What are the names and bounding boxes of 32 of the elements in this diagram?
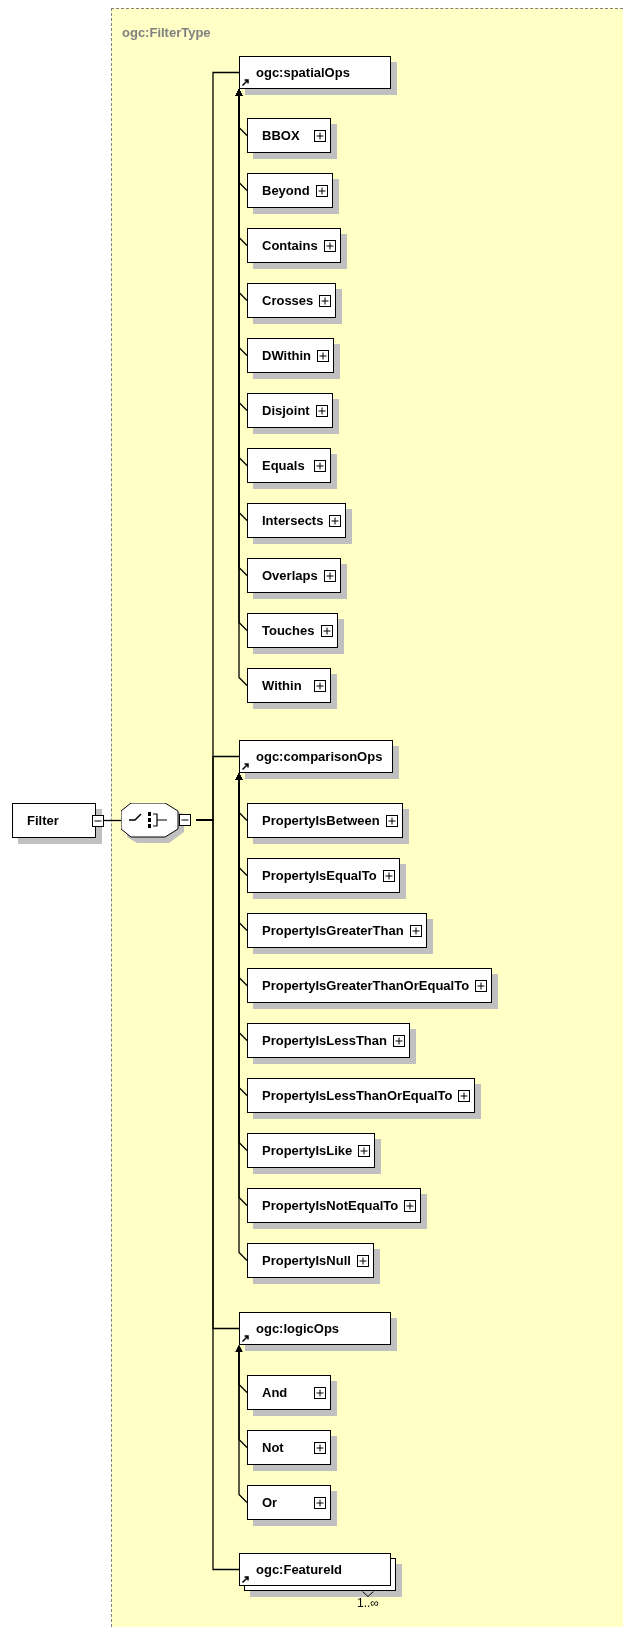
type-name: ogc:FilterType — [122, 24, 211, 42]
element-name: PropertyIsLessThan — [262, 1031, 387, 1050]
element-name: Overlaps — [262, 566, 318, 585]
connector — [195, 819, 240, 1571]
element-name: Intersects — [262, 511, 324, 530]
element-name: Equals — [262, 456, 305, 475]
connector — [235, 1345, 248, 1504]
element-name: Disjoint — [262, 401, 310, 420]
element-name: PropertyIsNotEqualTo — [262, 1196, 399, 1215]
element-name: Touches — [262, 621, 315, 640]
element-name: PropertyIsGreaterThan — [262, 921, 404, 940]
element-name: ogc:spatialOps — [256, 63, 350, 82]
element-name: Contains — [262, 236, 318, 255]
element-name: ogc:logicOps — [256, 1319, 340, 1338]
element-name: DWithin — [262, 346, 311, 365]
element-name: And — [262, 1383, 288, 1402]
element-name: PropertyIsEqualTo — [262, 866, 377, 885]
element-name: PropertyIsGreaterThanOrEqualTo — [262, 976, 470, 995]
element-name: Beyond — [262, 181, 310, 200]
element-name: Or — [262, 1493, 278, 1512]
element-name: BBOX — [262, 126, 300, 145]
element-name: ogc:FeatureId — [256, 1560, 342, 1579]
element-name: Within — [262, 676, 302, 695]
element-name: PropertyIsLessThanOrEqualTo — [262, 1086, 453, 1105]
element-name: PropertyIsLike — [262, 1141, 353, 1160]
element-name: ogc:comparisonOps — [256, 747, 383, 766]
element-name: Crosses — [262, 291, 314, 310]
occurrence-range: 1..∞ — [357, 1597, 379, 1610]
element-name: Not — [262, 1438, 284, 1457]
element-name: PropertyIsBetween — [262, 811, 380, 830]
element-name: Filter — [27, 811, 59, 830]
element-name: PropertyIsNull — [262, 1251, 351, 1270]
